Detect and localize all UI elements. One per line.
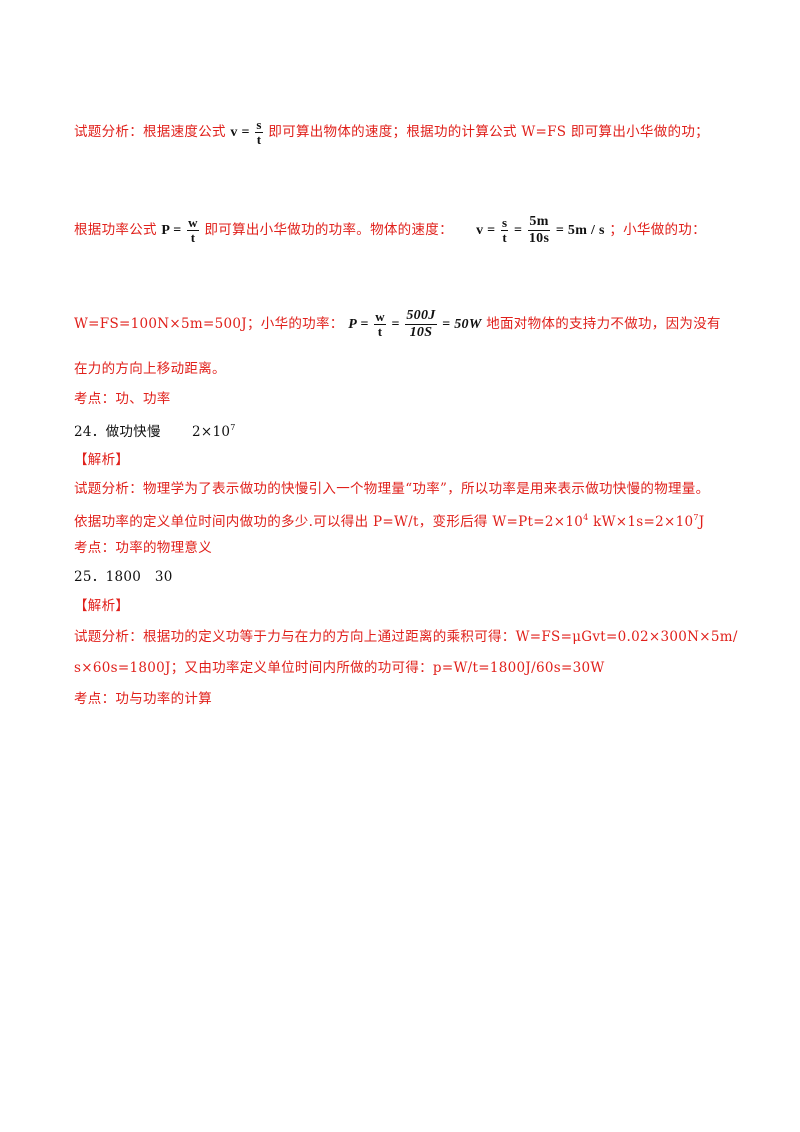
text-segment: 考点：功与功率的计算 [74,691,212,707]
fraction-numerator: 5m [527,214,551,231]
fraction-numerator: s [255,117,263,133]
power-formula-lhs: P = [161,223,182,238]
analysis-25-line-2: s×60s=1800J；又由功率定义单位时间内所做的功可得：p=W/t=1800… [74,659,605,677]
text-segment: J [698,514,705,530]
text-segment: ；小华做的功： [609,222,706,238]
text-segment: W=FS=100N×5m=500J；小华的功率： [74,316,344,332]
text-segment: kW×1s=2×10 [588,514,694,530]
velocity-result: = 5m / s [555,223,605,238]
velocity-calc-fraction-2: 5m 10s [527,214,551,247]
question-number-answer: 24．做功快慢 [74,424,161,440]
power-calc-fraction-2: 500J 10S [405,308,437,341]
heading-text: 【解析】 [74,598,130,614]
velocity-calc-fraction-1: s t [501,215,509,245]
heading-text: 【解析】 [74,452,130,468]
velocity-fraction: s t [255,117,263,147]
knowledge-point-25: 考点：功与功率的计算 [74,690,212,708]
fraction-denominator: t [502,230,508,245]
fraction-numerator: w [187,215,199,231]
power-calc-fraction-1: w t [374,310,386,339]
text-segment: 依据功率的定义单位时间内做功的多少.可以得出 P=W/t，变形后得 W=Pt=2… [74,514,584,530]
fraction-denominator: t [256,132,262,147]
answer-24: 24．做功快慢 2×107 [74,419,236,441]
analysis-line-2: 根据功率公式 P = w t 即可算出小华做功的功率。物体的速度： v = s … [74,214,706,247]
text-segment: 在力的方向上移动距离。 [74,361,226,377]
power-fraction: w t [187,216,199,245]
question-number-answer: 25．1800 30 [74,569,173,585]
text-segment: 地面对物体的支持力不做功，因为没有 [486,316,721,332]
fraction-denominator: t [190,230,196,245]
text-segment: 考点：功、功率 [74,391,171,407]
fraction-denominator: 10s [528,231,550,246]
exponent: 4 [583,513,589,522]
analysis-line-4: 在力的方向上移动距离。 [74,360,226,378]
analysis-heading-25: 【解析】 [74,597,129,615]
power-calc-lhs: P = [348,317,369,332]
equals-sign: = [514,223,523,238]
exponent: 7 [693,513,699,522]
analysis-24-line-2: 依据功率的定义单位时间内做功的多少.可以得出 P=W/t，变形后得 W=Pt=2… [74,509,704,531]
answer-value: 2×10 [191,424,231,440]
analysis-line-3: W=FS=100N×5m=500J；小华的功率： P = w t = 500J … [74,308,721,341]
equals-sign: = [391,317,400,332]
text-segment: 即可算出小华做功的功率。物体的速度： [204,222,453,238]
knowledge-point-23: 考点：功、功率 [74,390,171,408]
velocity-formula-lhs: v = [230,125,250,140]
power-result: = 50W [442,317,482,332]
analysis-heading-24: 【解析】 [74,451,129,469]
fraction-numerator: s [501,215,509,231]
velocity-calc-lhs: v = [476,223,496,238]
fraction-denominator: 10S [409,325,433,340]
answer-25: 25．1800 30 [74,568,173,586]
text-segment: 试题分析：根据功的定义功等于力与在力的方向上通过距离的乘积可得：W=FS=μGv… [74,629,738,645]
fraction-numerator: w [374,309,386,325]
analysis-24-line-1: 试题分析：物理学为了表示做功的快慢引入一个物理量“功率”，所以功率是用来表示做功… [74,480,709,498]
text-segment: 即可算出物体的速度；根据功的计算公式 W=FS 即可算出小华做的功； [268,124,709,140]
analysis-line-1: 试题分析：根据速度公式 v = s t 即可算出物体的速度；根据功的计算公式 W… [74,118,709,147]
text-segment: 试题分析：物理学为了表示做功的快慢引入一个物理量“功率”，所以功率是用来表示做功… [74,481,710,497]
fraction-numerator: 500J [405,308,437,325]
answer-exponent: 7 [230,423,236,432]
text-segment: 根据功率公式 [74,222,157,238]
text-segment: 试题分析：根据速度公式 [74,124,226,140]
knowledge-point-24: 考点：功率的物理意义 [74,539,212,557]
analysis-25-line-1: 试题分析：根据功的定义功等于力与在力的方向上通过距离的乘积可得：W=FS=μGv… [74,628,738,646]
text-segment: 考点：功率的物理意义 [74,540,212,556]
fraction-denominator: t [377,324,383,339]
text-segment: s×60s=1800J；又由功率定义单位时间内所做的功可得：p=W/t=1800… [74,660,605,676]
